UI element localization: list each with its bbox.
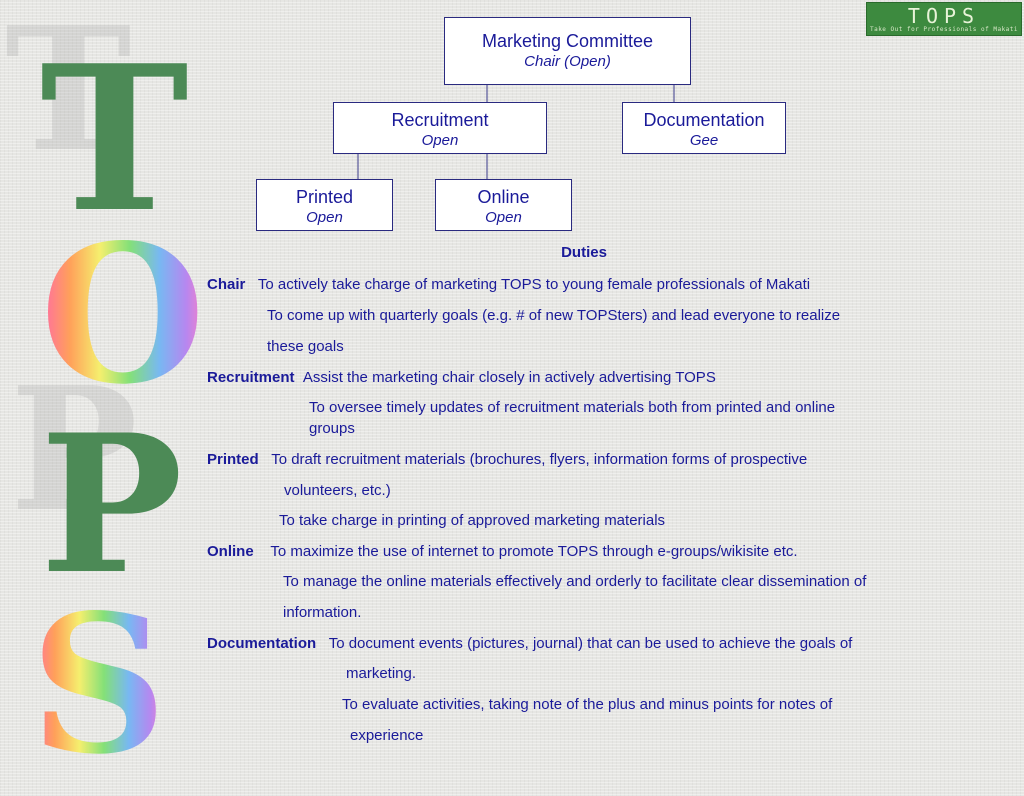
documentation-status: Gee — [689, 132, 719, 149]
letter-o: O — [40, 203, 206, 426]
printed-label: Printed — [207, 451, 259, 468]
chair-duty-line-1: Chair To actively take charge of marketi… — [207, 276, 810, 293]
documentation-duty-line-4: experience — [350, 727, 424, 744]
documentation-duty-line-3: To evaluate activities, taking note of t… — [342, 696, 833, 713]
marketing-committee-box: Marketing Committee Chair (Open) — [444, 17, 691, 85]
recruitment-label: Recruitment — [207, 369, 295, 386]
letter-p: P — [40, 393, 183, 616]
recruitment-box: Recruitment Open — [333, 102, 547, 154]
documentation-duty-line-1: Documentation To document events (pictur… — [207, 635, 852, 652]
duties-heading: Duties — [561, 244, 607, 261]
chair-duty-text-1: To actively take charge of marketing TOP… — [257, 276, 811, 293]
org-chart-connectors — [357, 85, 675, 179]
marketing-committee-status: Chair (Open) — [524, 53, 611, 70]
online-duty-line-1: Online To maximize the use of internet t… — [207, 543, 798, 560]
recruitment-duty-text-1: Assist the marketing chair closely in ac… — [302, 369, 716, 386]
documentation-title: Documentation — [643, 110, 765, 130]
printed-status: Open — [306, 209, 343, 226]
recruitment-duty-line-3: groups — [309, 420, 355, 437]
online-label: Online — [207, 543, 254, 560]
recruitment-duty-line-2: To oversee timely updates of recruitment… — [309, 399, 836, 416]
online-duty-text-1: To maximize the use of internet to promo… — [270, 543, 798, 560]
recruitment-duty-line-1: Recruitment Assist the marketing chair c… — [207, 369, 716, 386]
ghost-letter-t: T — [5, 0, 132, 190]
printed-duty-line-2: volunteers, etc.) — [284, 482, 391, 499]
recruitment-title: Recruitment — [391, 110, 489, 130]
printed-duty-text-1: To draft recruitment materials (brochure… — [271, 451, 808, 468]
logo-title: TOPS — [907, 4, 981, 28]
online-box: Online Open — [435, 179, 572, 231]
documentation-label: Documentation — [207, 635, 317, 652]
online-duty-line-2: To manage the online materials effective… — [283, 573, 867, 590]
recruitment-status: Open — [421, 132, 459, 149]
ghost-letter-p: P — [10, 350, 138, 550]
printed-duty-line-3: To take charge in printing of approved m… — [279, 512, 666, 529]
online-duty-line-3: information. — [283, 604, 362, 621]
letter-s: S — [30, 573, 168, 796]
logo-subtitle: Take Out for Professionals of Makati — [869, 26, 1019, 33]
documentation-duty-text-1: To document events (pictures, journal) t… — [328, 635, 853, 652]
tops-logo: TOPS Take Out for Professionals of Makat… — [866, 2, 1022, 36]
printed-title: Printed — [295, 187, 354, 207]
marketing-committee-title: Marketing Committee — [481, 31, 654, 51]
documentation-duty-line-2: marketing. — [346, 665, 417, 682]
chair-label: Chair — [207, 276, 246, 293]
online-title: Online — [477, 187, 530, 207]
documentation-box: Documentation Gee — [622, 102, 786, 154]
chair-duty-line-3: these goals — [267, 338, 344, 355]
online-status: Open — [485, 209, 522, 226]
printed-box: Printed Open — [256, 179, 393, 231]
chair-duty-line-2: To come up with quarterly goals (e.g. # … — [267, 307, 841, 324]
letter-t: T — [40, 22, 189, 257]
printed-duty-line-1: Printed To draft recruitment materials (… — [207, 451, 807, 468]
